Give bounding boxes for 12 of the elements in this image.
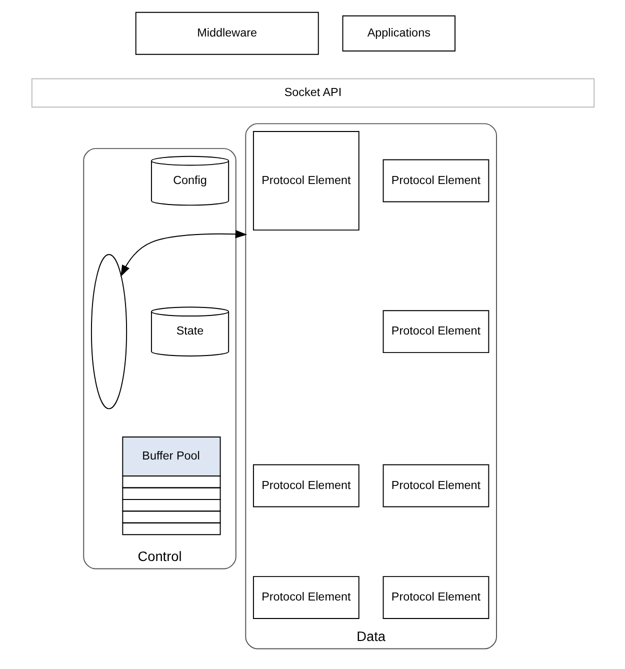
node-ellipse — [90, 254, 127, 410]
node-box: Middleware — [134, 12, 318, 55]
node-box: Socket API — [30, 78, 594, 108]
node-box: Protocol Element — [382, 310, 489, 354]
arrow — [120, 230, 247, 277]
node-box: Protocol Element — [252, 131, 359, 231]
node-box: Protocol Element — [382, 159, 489, 202]
node-box: Applications — [342, 15, 455, 52]
node-box: Protocol Element — [252, 576, 359, 620]
node-box: Protocol Element — [382, 576, 489, 620]
node-box: Protocol Element — [382, 464, 489, 508]
node-box: Protocol Element — [252, 464, 359, 508]
